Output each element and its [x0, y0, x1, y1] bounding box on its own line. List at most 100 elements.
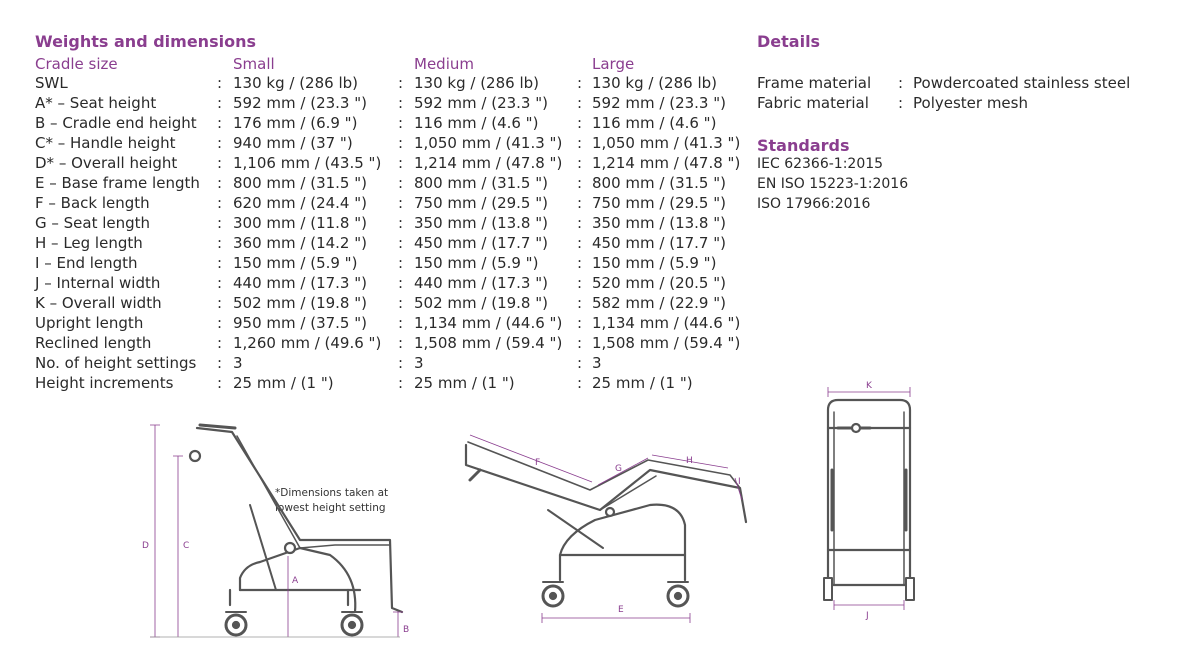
standard-item: EN ISO 15223-1:2016: [757, 176, 909, 192]
spec-value-large: 3: [592, 354, 602, 372]
label-e: E: [618, 605, 624, 615]
spec-row: A* – Seat height:592 mm / (23.3 "):592 m…: [35, 94, 755, 114]
spec-row: C* – Handle height:940 mm / (37 "):1,050…: [35, 134, 755, 154]
spec-value-large: 1,050 mm / (41.3 "): [592, 134, 741, 152]
spec-value-small: 440 mm / (17.3 "): [233, 274, 367, 292]
spec-value-large: 582 mm / (22.9 "): [592, 294, 726, 312]
spec-value-medium: 3: [414, 354, 424, 372]
separator: :: [398, 94, 404, 112]
separator: :: [898, 94, 904, 112]
front-view-diagram: [823, 398, 915, 601]
reclined-view-diagram: [464, 441, 748, 608]
spec-value-medium: 1,134 mm / (44.6 "): [414, 314, 563, 332]
separator: :: [398, 194, 404, 212]
size-medium-header: Medium: [414, 55, 474, 73]
spec-label: C* – Handle height: [35, 134, 176, 152]
spec-value-large: 592 mm / (23.3 "): [592, 94, 726, 112]
reclined-view-dimension-lines: [469, 434, 743, 623]
spec-label: Upright length: [35, 314, 144, 332]
spec-value-small: 25 mm / (1 "): [233, 374, 334, 392]
details-value: Polyester mesh: [913, 94, 1028, 112]
side-view-diagram: [188, 423, 404, 637]
spec-label: G – Seat length: [35, 214, 151, 232]
separator: :: [398, 234, 404, 252]
separator: :: [577, 154, 583, 172]
separator: :: [217, 254, 223, 272]
separator: :: [398, 134, 404, 152]
spec-value-small: 1,260 mm / (49.6 "): [233, 334, 382, 352]
spec-value-large: 520 mm / (20.5 "): [592, 274, 726, 292]
spec-value-small: 950 mm / (37.5 "): [233, 314, 367, 332]
spec-value-medium: 750 mm / (29.5 "): [414, 194, 548, 212]
spec-label: E – Base frame length: [35, 174, 200, 192]
spec-value-large: 1,508 mm / (59.4 "): [592, 334, 741, 352]
spec-value-medium: 130 kg / (286 lb): [414, 74, 539, 92]
separator: :: [217, 154, 223, 172]
separator: :: [577, 274, 583, 292]
spec-value-medium: 592 mm / (23.3 "): [414, 94, 548, 112]
separator: :: [577, 194, 583, 212]
spec-row: F – Back length:620 mm / (24.4 "):750 mm…: [35, 194, 755, 214]
separator: :: [217, 134, 223, 152]
spec-row: J – Internal width:440 mm / (17.3 "):440…: [35, 274, 755, 294]
spec-value-large: 750 mm / (29.5 "): [592, 194, 726, 212]
spec-label: K – Overall width: [35, 294, 162, 312]
spec-label: F – Back length: [35, 194, 150, 212]
spec-row: B – Cradle end height:176 mm / (6.9 "):1…: [35, 114, 755, 134]
separator: :: [898, 74, 904, 92]
separator: :: [217, 214, 223, 232]
separator: :: [217, 114, 223, 132]
spec-value-large: 450 mm / (17.7 "): [592, 234, 726, 252]
spec-value-medium: 800 mm / (31.5 "): [414, 174, 548, 192]
separator: :: [217, 234, 223, 252]
separator: :: [398, 314, 404, 332]
spec-value-medium: 150 mm / (5.9 "): [414, 254, 539, 272]
separator: :: [577, 74, 583, 92]
spec-label: No. of height settings: [35, 354, 197, 372]
separator: :: [398, 254, 404, 272]
separator: :: [398, 354, 404, 372]
separator: :: [217, 294, 223, 312]
label-k: K: [866, 381, 873, 391]
standard-item: ISO 17966:2016: [757, 196, 871, 212]
separator: :: [217, 94, 223, 112]
spec-row: SWL:130 kg / (286 lb):130 kg / (286 lb):…: [35, 74, 755, 94]
separator: :: [217, 194, 223, 212]
standards-title: Standards: [757, 136, 850, 155]
spec-label: B – Cradle end height: [35, 114, 197, 132]
spec-row: Upright length:950 mm / (37.5 "):1,134 m…: [35, 314, 755, 334]
front-view-dimension-lines: [827, 387, 911, 610]
separator: :: [577, 334, 583, 352]
separator: :: [577, 114, 583, 132]
note-line: *Dimensions taken at: [275, 487, 389, 499]
spec-row: D* – Overall height:1,106 mm / (43.5 "):…: [35, 154, 755, 174]
spec-value-medium: 1,508 mm / (59.4 "): [414, 334, 563, 352]
spec-value-medium: 350 mm / (13.8 "): [414, 214, 548, 232]
spec-value-small: 502 mm / (19.8 "): [233, 294, 367, 312]
label-b: B: [403, 625, 409, 635]
spec-value-small: 176 mm / (6.9 "): [233, 114, 358, 132]
separator: :: [217, 174, 223, 192]
spec-row: E – Base frame length: 800 mm / (31.5 "):…: [35, 174, 755, 194]
spec-value-large: 1,134 mm / (44.6 "): [592, 314, 741, 332]
label-c: C: [183, 541, 189, 551]
spec-value-medium: 1,050 mm / (41.3 "): [414, 134, 563, 152]
separator: :: [217, 74, 223, 92]
label-a: A: [292, 576, 299, 586]
spec-value-medium: 1,214 mm / (47.8 "): [414, 154, 563, 172]
spec-row: No. of height settings:3:3:3: [35, 354, 755, 374]
separator: :: [217, 354, 223, 372]
separator: :: [577, 234, 583, 252]
spec-value-medium: 450 mm / (17.7 "): [414, 234, 548, 252]
spec-value-small: 150 mm / (5.9 "): [233, 254, 358, 272]
separator: :: [577, 94, 583, 112]
spec-value-large: 1,214 mm / (47.8 "): [592, 154, 741, 172]
spec-label: SWL: [35, 74, 68, 92]
spec-row: K – Overall width:502 mm / (19.8 "):502 …: [35, 294, 755, 314]
label-i: I: [738, 477, 741, 487]
standards-list: IEC 62366-1:2015 EN ISO 15223-1:2016 ISO…: [757, 154, 908, 214]
spec-label: Reclined length: [35, 334, 152, 352]
spec-value-small: 620 mm / (24.4 "): [233, 194, 367, 212]
separator: :: [577, 174, 583, 192]
details-label: Fabric material: [757, 94, 869, 112]
